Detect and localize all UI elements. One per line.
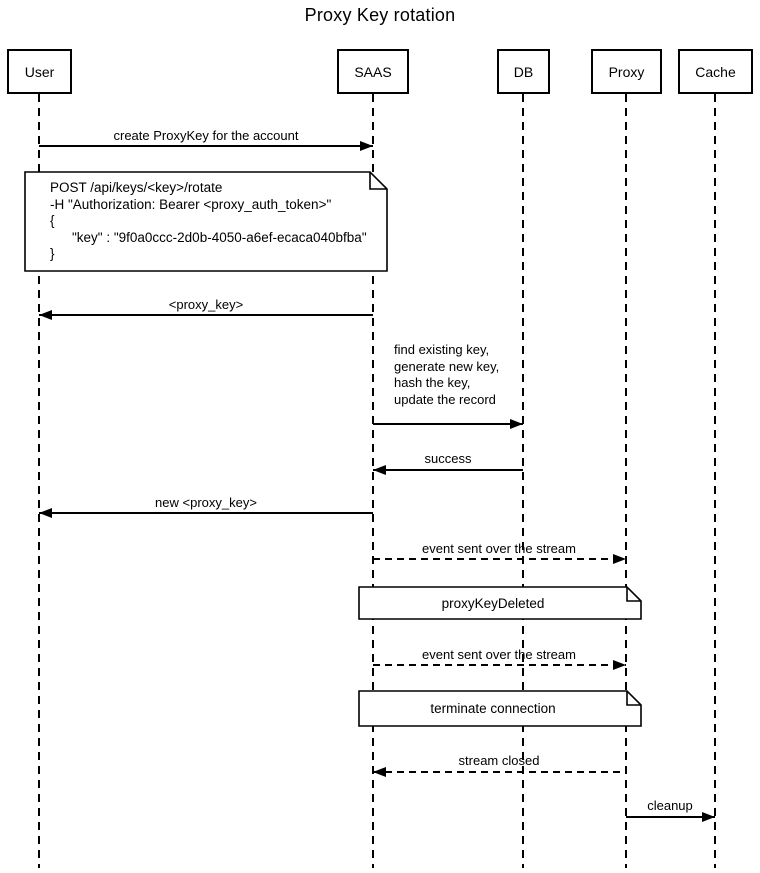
message-label: create ProxyKey for the account xyxy=(113,128,299,143)
note-line: } xyxy=(50,246,55,261)
note-line: "key" : "9f0a0ccc-2d0b-4050-a6ef-ecaca04… xyxy=(72,229,367,245)
actor-box-proxy: Proxy xyxy=(591,49,662,94)
message-line xyxy=(373,469,523,471)
message-line xyxy=(39,512,373,514)
note-proxykeydeleted: proxyKeyDeleted xyxy=(358,586,642,620)
message-label: find existing key, generate new key, has… xyxy=(394,342,499,408)
arrowhead-left-icon xyxy=(373,767,386,777)
arrowhead-right-icon xyxy=(360,141,373,151)
message-label: event sent over the stream xyxy=(422,647,576,662)
actor-label-proxy: Proxy xyxy=(608,63,645,80)
message-label-line: find existing key, xyxy=(394,342,490,357)
arrowhead-right-icon xyxy=(613,660,626,670)
note-line: -H "Authorization: Bearer <proxy_auth_to… xyxy=(50,196,332,212)
note-terminate-connection: terminate connection xyxy=(358,690,642,727)
arrowhead-right-icon xyxy=(613,554,626,564)
lifeline-db xyxy=(522,94,524,868)
message-line xyxy=(39,145,373,147)
message-label: <proxy_key> xyxy=(168,297,244,312)
note-outline xyxy=(24,171,388,272)
lifeline-cache xyxy=(714,94,716,868)
actor-box-cache: Cache xyxy=(678,49,753,94)
diagram-title: Proxy Key rotation xyxy=(304,5,456,25)
note-text: POST /api/keys/<key>/rotate -H "Authoriz… xyxy=(50,180,367,263)
arrowhead-left-icon xyxy=(373,465,386,475)
message-label-line: generate new key, xyxy=(394,358,500,374)
note-text: terminate connection xyxy=(430,701,556,716)
actor-label-saas: SAAS xyxy=(354,63,392,80)
actor-label-user: User xyxy=(24,63,55,80)
lifeline-proxy xyxy=(625,94,627,868)
message-label: cleanup xyxy=(647,798,693,813)
message-label: stream closed xyxy=(458,753,540,768)
lifeline-saas xyxy=(372,94,374,868)
message-line xyxy=(373,771,626,773)
actor-label-cache: Cache xyxy=(695,63,736,80)
arrowhead-left-icon xyxy=(39,310,52,320)
note-outline xyxy=(358,690,642,727)
lifeline-user xyxy=(38,94,40,868)
message-line xyxy=(373,558,626,560)
note-text: proxyKeyDeleted xyxy=(441,595,545,611)
arrowhead-right-icon xyxy=(510,419,523,429)
message-line xyxy=(373,423,523,425)
message-line xyxy=(373,664,626,666)
message-label: new <proxy_key> xyxy=(155,495,257,510)
note-line: POST /api/keys/<key>/rotate xyxy=(50,180,223,195)
message-label-line: hash the key, xyxy=(394,375,471,390)
message-label: event sent over the stream xyxy=(422,541,576,556)
arrowhead-left-icon xyxy=(39,508,52,518)
actor-box-user: User xyxy=(7,49,72,94)
note-request-payload: POST /api/keys/<key>/rotate -H "Authoriz… xyxy=(24,171,388,272)
note-outline xyxy=(358,586,642,620)
actor-box-db: DB xyxy=(497,49,550,94)
arrowhead-right-icon xyxy=(702,812,715,822)
note-line: { xyxy=(50,213,55,228)
message-line xyxy=(626,816,715,818)
message-label: success xyxy=(424,451,472,466)
actor-label-db: DB xyxy=(513,63,534,80)
actor-box-saas: SAAS xyxy=(337,49,409,94)
message-line xyxy=(39,314,373,316)
message-label-line: update the record xyxy=(394,391,496,407)
